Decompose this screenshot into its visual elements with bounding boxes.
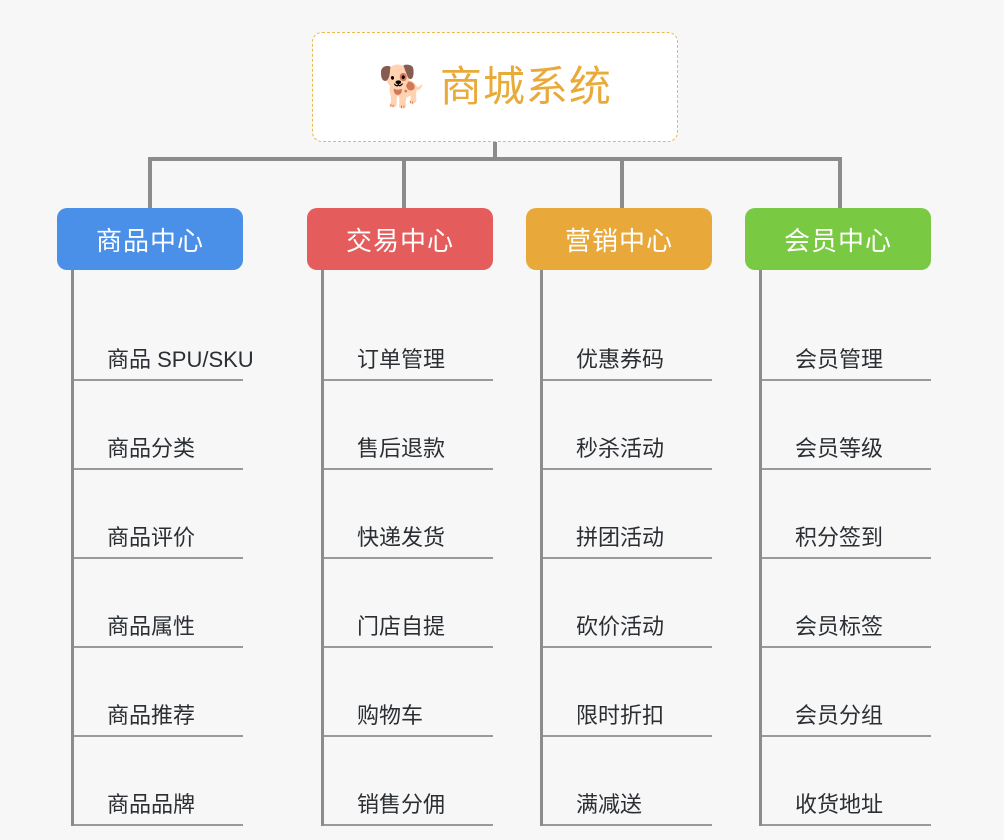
branch-header-4[interactable]: 会员中心 bbox=[745, 208, 931, 270]
leaf-underline bbox=[74, 646, 243, 648]
leaf-label: 会员管理 bbox=[795, 346, 884, 372]
leaf-label: 门店自提 bbox=[357, 613, 446, 639]
leaf-underline bbox=[543, 557, 712, 559]
leaf-underline bbox=[543, 735, 712, 737]
connector-drop-3 bbox=[620, 157, 624, 208]
leaf-label: 积分签到 bbox=[795, 524, 884, 550]
leaf-underline bbox=[543, 824, 712, 826]
root-title: 商城系统 bbox=[439, 63, 612, 110]
branch-column-3: 营销中心优惠券码秒杀活动拼团活动砍价活动限时折扣满减送 bbox=[526, 208, 712, 826]
leaf-item[interactable]: 积分签到 bbox=[762, 470, 931, 559]
leaf-item[interactable]: 快递发货 bbox=[324, 470, 493, 559]
leaf-underline bbox=[74, 824, 243, 826]
leaf-underline bbox=[762, 379, 931, 381]
leaf-label: 砍价活动 bbox=[576, 613, 665, 639]
leaf-item[interactable]: 商品评价 bbox=[74, 470, 243, 559]
branch-trunk-2: 订单管理售后退款快递发货门店自提购物车销售分佣 bbox=[321, 270, 493, 826]
leaf-underline bbox=[762, 468, 931, 470]
leaf-underline bbox=[74, 557, 243, 559]
leaf-label: 订单管理 bbox=[357, 346, 446, 372]
leaf-item[interactable]: 购物车 bbox=[324, 648, 493, 737]
leaf-label: 优惠券码 bbox=[576, 346, 665, 372]
branch-trunk-1: 商品 SPU/SKU 商品分类商品评价商品属性商品推荐商品品牌 bbox=[71, 270, 254, 826]
leaf-underline bbox=[324, 824, 493, 826]
branch-header-2[interactable]: 交易中心 bbox=[307, 208, 493, 270]
leaf-underline bbox=[324, 379, 493, 381]
leaf-label: 限时折扣 bbox=[576, 702, 665, 728]
leaf-underline bbox=[762, 735, 931, 737]
branch-trunk-3: 优惠券码秒杀活动拼团活动砍价活动限时折扣满减送 bbox=[540, 270, 712, 826]
leaf-item[interactable]: 售后退款 bbox=[324, 381, 493, 470]
leaf-label: 会员标签 bbox=[795, 613, 884, 639]
leaf-label: 秒杀活动 bbox=[576, 435, 665, 461]
leaf-item[interactable]: 商品分类 bbox=[74, 381, 243, 470]
leaf-underline bbox=[762, 824, 931, 826]
leaf-item[interactable]: 优惠券码 bbox=[543, 292, 712, 381]
leaf-label: 商品 SPU/SKU bbox=[107, 346, 254, 372]
branch-column-4: 会员中心会员管理会员等级积分签到会员标签会员分组收货地址 bbox=[745, 208, 931, 826]
leaf-underline bbox=[762, 557, 931, 559]
leaf-item[interactable]: 会员分组 bbox=[762, 648, 931, 737]
connector-root-stem bbox=[493, 142, 497, 160]
leaf-label: 满减送 bbox=[576, 791, 643, 817]
leaf-item[interactable]: 限时折扣 bbox=[543, 648, 712, 737]
leaf-label: 商品推荐 bbox=[107, 702, 196, 728]
connector-drop-4 bbox=[838, 157, 842, 208]
leaf-label: 拼团活动 bbox=[576, 524, 665, 550]
connector-drop-2 bbox=[402, 157, 406, 208]
leaf-item[interactable]: 秒杀活动 bbox=[543, 381, 712, 470]
branch-column-1: 商品中心商品 SPU/SKU 商品分类商品评价商品属性商品推荐商品品牌 bbox=[57, 208, 254, 826]
leaf-item[interactable]: 拼团活动 bbox=[543, 470, 712, 559]
leaf-underline bbox=[324, 646, 493, 648]
leaf-label: 商品属性 bbox=[107, 613, 196, 639]
leaf-item[interactable]: 收货地址 bbox=[762, 737, 931, 826]
leaf-item[interactable]: 门店自提 bbox=[324, 559, 493, 648]
leaf-item[interactable]: 商品推荐 bbox=[74, 648, 243, 737]
leaf-underline bbox=[324, 735, 493, 737]
branch-trunk-4: 会员管理会员等级积分签到会员标签会员分组收货地址 bbox=[759, 270, 931, 826]
shiba-dog-icon: 🐕 bbox=[378, 65, 428, 109]
leaf-underline bbox=[74, 735, 243, 737]
branch-header-3[interactable]: 营销中心 bbox=[526, 208, 712, 270]
branch-column-2: 交易中心订单管理售后退款快递发货门店自提购物车销售分佣 bbox=[307, 208, 493, 826]
leaf-item[interactable]: 满减送 bbox=[543, 737, 712, 826]
leaf-item[interactable]: 商品品牌 bbox=[74, 737, 243, 826]
branch-header-1[interactable]: 商品中心 bbox=[57, 208, 243, 270]
leaf-label: 收货地址 bbox=[795, 791, 884, 817]
leaf-item[interactable]: 会员标签 bbox=[762, 559, 931, 648]
root-node[interactable]: 🐕 商城系统 bbox=[312, 32, 678, 142]
leaf-item[interactable]: 销售分佣 bbox=[324, 737, 493, 826]
leaf-underline bbox=[324, 468, 493, 470]
leaf-underline bbox=[762, 646, 931, 648]
leaf-underline bbox=[74, 468, 243, 470]
leaf-item[interactable]: 会员等级 bbox=[762, 381, 931, 470]
leaf-item[interactable]: 订单管理 bbox=[324, 292, 493, 381]
leaf-item[interactable]: 商品 SPU/SKU bbox=[74, 292, 254, 381]
leaf-item[interactable]: 会员管理 bbox=[762, 292, 931, 381]
leaf-underline bbox=[74, 379, 243, 381]
leaf-label: 商品品牌 bbox=[107, 791, 196, 817]
leaf-label: 商品评价 bbox=[107, 524, 196, 550]
leaf-item[interactable]: 砍价活动 bbox=[543, 559, 712, 648]
leaf-label: 购物车 bbox=[357, 702, 424, 728]
leaf-label: 销售分佣 bbox=[357, 791, 446, 817]
leaf-underline bbox=[543, 646, 712, 648]
leaf-underline bbox=[543, 468, 712, 470]
connector-drop-1 bbox=[148, 157, 152, 208]
connector-horizontal-bus bbox=[150, 157, 840, 161]
leaf-label: 售后退款 bbox=[357, 435, 446, 461]
leaf-label: 会员分组 bbox=[795, 702, 884, 728]
leaf-item[interactable]: 商品属性 bbox=[74, 559, 243, 648]
leaf-label: 会员等级 bbox=[795, 435, 884, 461]
leaf-underline bbox=[543, 379, 712, 381]
leaf-label: 快递发货 bbox=[357, 524, 446, 550]
leaf-label: 商品分类 bbox=[107, 435, 196, 461]
leaf-underline bbox=[324, 557, 493, 559]
